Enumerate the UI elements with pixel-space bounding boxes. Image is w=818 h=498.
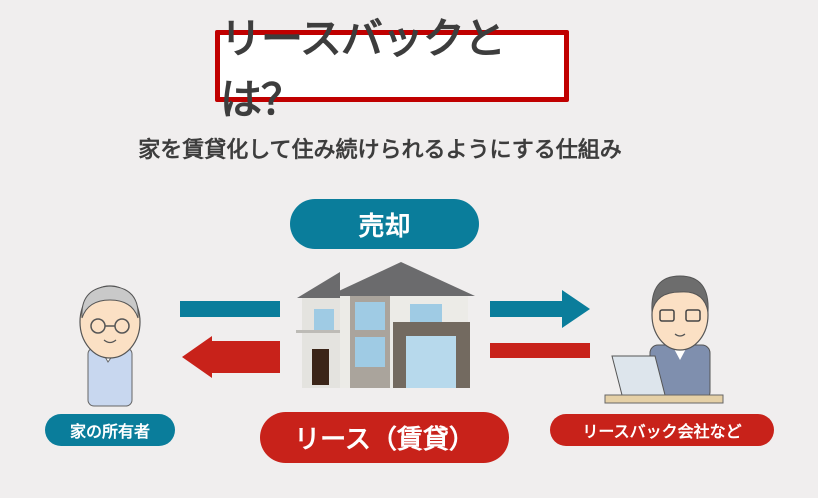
title-box: リースバックとは？ — [215, 14, 569, 124]
owner-pill: 家の所有者 — [45, 414, 175, 446]
subtitle: 家を賃貸化して住み続けられるようにする仕組み — [138, 138, 622, 163]
lease-pill: リース（賃貸） — [260, 412, 509, 463]
company-pill: リースバック会社など — [550, 414, 774, 446]
lease-arrow-tail — [490, 343, 590, 358]
sale-arrow-tail — [180, 301, 280, 317]
owner-label: 家の所有者 — [69, 422, 150, 441]
company-label: リースバック会社など — [582, 422, 742, 441]
house-icon — [296, 262, 475, 388]
sale-label: 売却 — [358, 211, 411, 242]
sale-arrow-icon — [490, 290, 590, 328]
sale-pill: 売却 — [290, 199, 479, 249]
lease-label: リース（賃貸） — [294, 425, 475, 455]
company-person-icon — [604, 275, 724, 404]
owner-person-icon — [79, 285, 141, 407]
lease-arrow-icon — [182, 336, 280, 378]
page-title: リースバックとは？ — [220, 14, 506, 124]
